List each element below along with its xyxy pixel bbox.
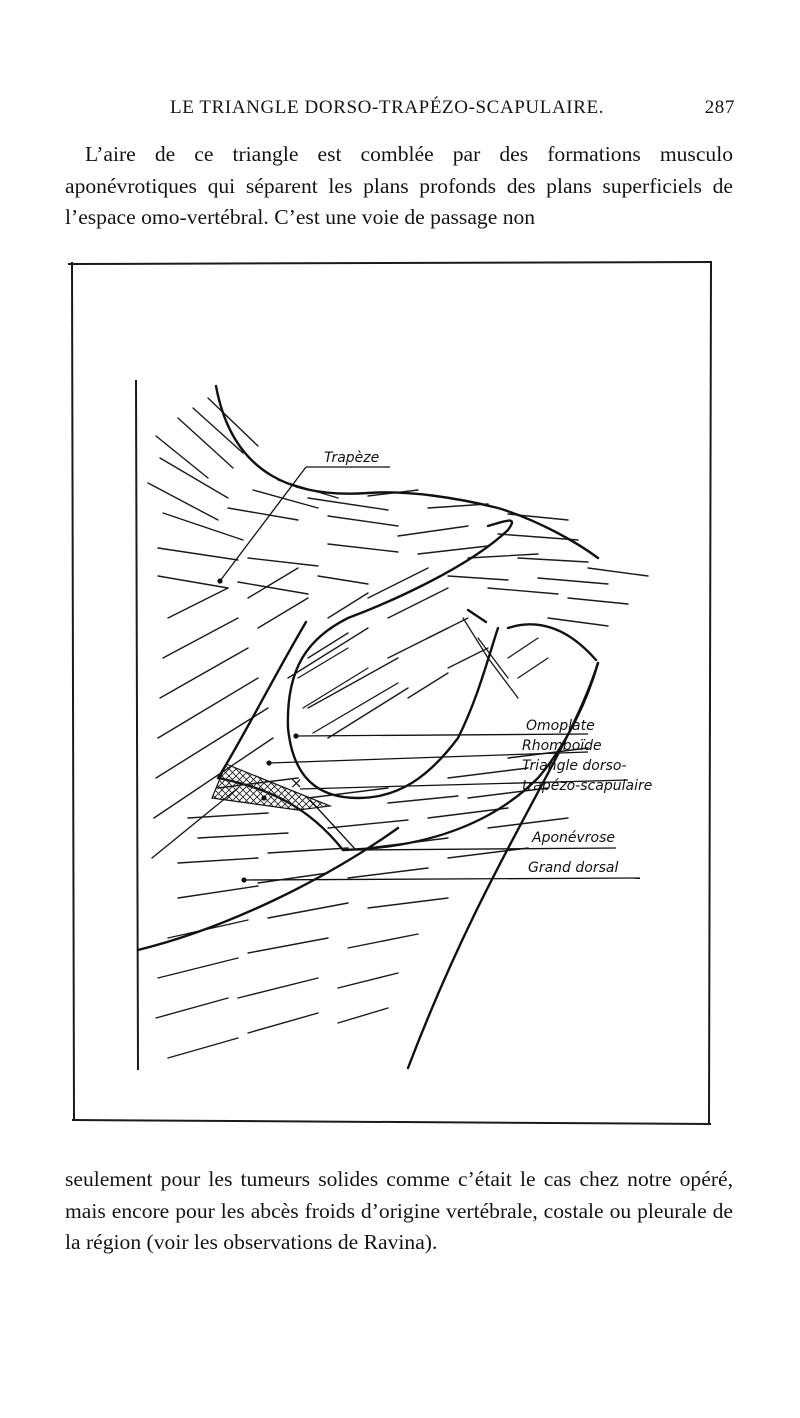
label-rhomboide: Rhomboïde (522, 738, 602, 754)
anatomical-figure: × Trapèze Omoplate Rhomboïde Triangle do… (68, 258, 716, 1128)
trapezius-fibres (147, 397, 649, 627)
triangle-region (211, 763, 333, 811)
figure-frame (68, 261, 713, 1125)
x-marker: × (290, 774, 303, 792)
latissimus-fibres (155, 747, 589, 1059)
figure-drawing: × Trapèze Omoplate Rhomboïde Triangle do… (68, 261, 713, 1125)
label-grand-dorsal: Grand dorsal (528, 860, 618, 876)
label-omoplate: Omoplate (526, 718, 595, 734)
vertebral-line (135, 379, 139, 1071)
label-triangle-line2: trapézo-scapulaire (522, 778, 652, 794)
running-title: LE TRIANGLE DORSO-TRAPÉZO-SCAPULAIRE. (170, 97, 605, 118)
paragraph-top: L’aire de ce triangle est comblée par de… (65, 142, 733, 229)
label-triangle-line1: Triangle dorso- (522, 758, 627, 774)
page-number: 287 (704, 97, 735, 118)
label-aponevrose: Aponévrose (531, 830, 615, 846)
leader-dots (217, 578, 299, 883)
scapula-fibres (297, 617, 549, 734)
paragraph-bottom: seulement pour les tumeurs solides comme… (65, 1167, 733, 1254)
leader-lines (219, 466, 641, 881)
rhomboid-fibres (151, 567, 449, 859)
label-trapeze: Trapèze (324, 450, 379, 466)
